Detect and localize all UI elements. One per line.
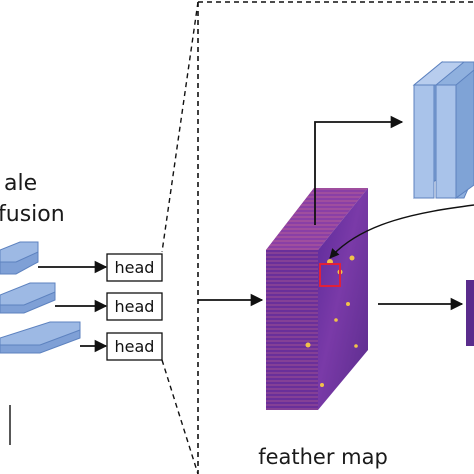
upper-branch-arrow <box>314 115 404 225</box>
head-box-3: head <box>106 332 163 361</box>
head-label-3: head <box>115 337 155 356</box>
pyramid-plate-bottom <box>0 321 81 354</box>
lower-right-block <box>466 280 474 346</box>
head-box-1: head <box>106 253 163 282</box>
curved-attention-arrow <box>329 204 474 259</box>
head-label-1: head <box>115 258 155 277</box>
highlight-region <box>319 263 341 287</box>
fusion-label-fragment: fusion <box>0 202 65 227</box>
feather-map-block <box>266 188 368 410</box>
pyramid-plate-top <box>0 241 39 275</box>
feather-map-front <box>318 188 368 410</box>
head-box-2: head <box>106 292 163 321</box>
feather-map-label: feather map <box>258 445 388 469</box>
multiscale-pyramid <box>0 241 81 445</box>
head-label-2: head <box>115 297 155 316</box>
pyramid-to-head-arrows <box>38 260 108 353</box>
detail-dashed-frame <box>161 1 474 474</box>
upper-right-blocks <box>412 60 474 200</box>
pyramid-plate-middle <box>0 282 56 314</box>
scale-label-fragment: ale <box>4 171 37 196</box>
